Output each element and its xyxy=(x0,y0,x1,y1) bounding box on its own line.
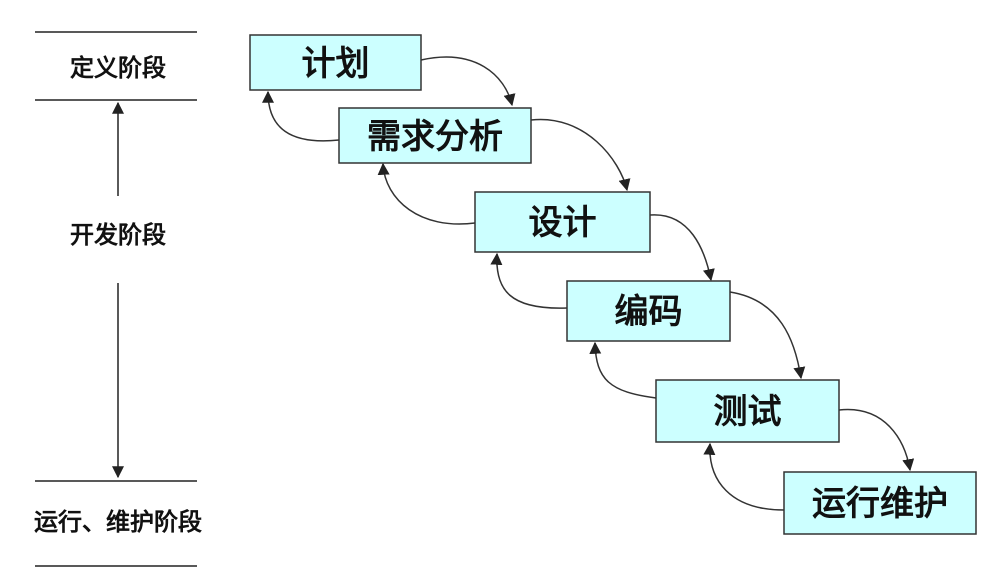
step-testing: 测试 xyxy=(655,379,840,443)
feedback-arrows xyxy=(262,90,785,511)
step-plan: 计划 xyxy=(249,34,422,91)
phase-label-development: 开发阶段 xyxy=(70,221,166,249)
forward-arrows xyxy=(420,56,915,472)
phase-timeline: 定义阶段 开发阶段 运行、维护阶段 xyxy=(34,31,202,567)
forward-arrow-4 xyxy=(729,291,806,380)
phase-label-definition: 定义阶段 xyxy=(70,54,166,82)
step-box-design xyxy=(474,191,651,253)
step-boxes: 计划 需求分析 设计 编码 测试 运行维护 xyxy=(249,34,977,535)
forward-arrow-3 xyxy=(649,214,715,282)
forward-arrow-5 xyxy=(838,408,915,472)
step-label-requirements: 需求分析 xyxy=(367,117,503,157)
step-label-design: 设计 xyxy=(529,203,597,243)
step-box-requirements xyxy=(338,107,532,164)
feedback-arrow-3 xyxy=(490,252,568,309)
step-design: 设计 xyxy=(474,191,651,253)
feedback-arrow-4 xyxy=(589,341,657,399)
step-box-testing xyxy=(655,379,840,443)
step-label-plan: 计划 xyxy=(302,44,370,84)
feedback-arrow-2 xyxy=(377,162,476,225)
phase-label-operation: 运行、维护阶段 xyxy=(34,508,202,536)
forward-arrow-1 xyxy=(420,56,516,107)
forward-arrow-2 xyxy=(530,118,631,192)
feedback-arrow-5 xyxy=(703,442,785,511)
step-box-coding xyxy=(566,280,731,342)
step-label-coding: 编码 xyxy=(615,292,683,332)
feedback-arrow-1 xyxy=(262,90,340,142)
step-requirements: 需求分析 xyxy=(338,107,532,164)
step-label-maintenance: 运行维护 xyxy=(812,484,948,524)
step-maintenance: 运行维护 xyxy=(783,471,977,535)
step-box-plan xyxy=(249,34,422,91)
step-label-testing: 测试 xyxy=(714,392,782,432)
step-coding: 编码 xyxy=(566,280,731,342)
step-box-maintenance xyxy=(783,471,977,535)
